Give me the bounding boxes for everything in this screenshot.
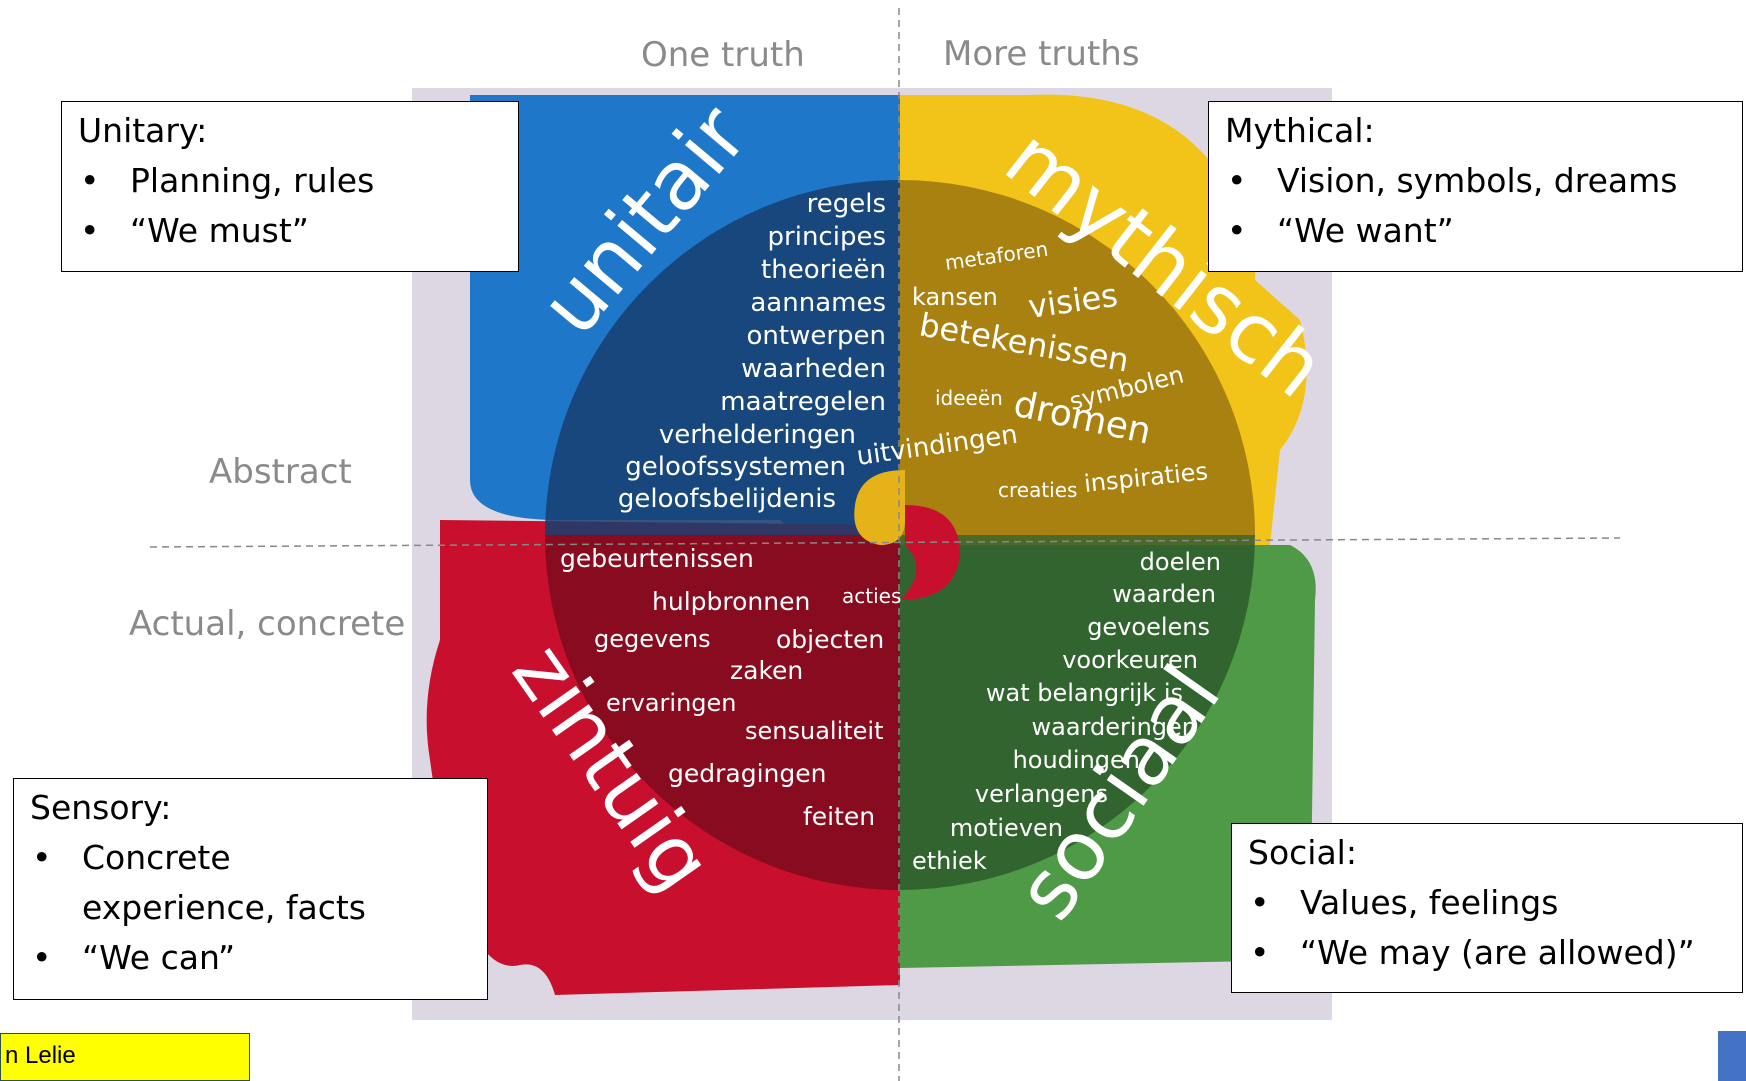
callout-bullet: “We must” bbox=[78, 206, 504, 256]
unitary-callout: Unitary: Planning, rules “We must” bbox=[61, 101, 519, 272]
zintuig-word: hulpbronnen bbox=[652, 587, 810, 616]
unitair-word: principes bbox=[768, 222, 886, 252]
zintuig-word: gedragingen bbox=[668, 759, 826, 788]
mythical-callout: Mythical: Vision, symbols, dreams “We wa… bbox=[1208, 101, 1743, 272]
zintuig-word: objecten bbox=[776, 625, 884, 654]
sociaal-word: waarderingen bbox=[1032, 713, 1197, 741]
axis-label-more-truths: More truths bbox=[943, 34, 1140, 74]
horizontal-axis bbox=[149, 537, 1621, 548]
unitair-word: verhelderingen bbox=[659, 420, 856, 450]
mythisch-word: creaties bbox=[998, 478, 1077, 502]
social-callout: Social: Values, feelings “We may (are al… bbox=[1231, 823, 1743, 993]
callout-bullet: “We may (are allowed)” bbox=[1248, 928, 1728, 978]
unitair-word: regels bbox=[807, 189, 886, 219]
zintuig-word: feiten bbox=[803, 802, 875, 831]
center-swirl-yellow bbox=[854, 470, 905, 545]
callout-bullet: Planning, rules bbox=[78, 156, 504, 206]
callout-bullet: “We can” bbox=[30, 933, 473, 983]
unitair-word: ontwerpen bbox=[746, 321, 886, 351]
callout-title: Mythical: bbox=[1225, 111, 1375, 150]
unitair-word: geloofsbelijdenis bbox=[618, 484, 836, 514]
callout-bullet: “We want” bbox=[1225, 206, 1728, 256]
sociaal-word: houdingen bbox=[1013, 746, 1140, 774]
unitair-word: aannames bbox=[750, 288, 886, 318]
slide-corner-marker bbox=[1718, 1031, 1746, 1081]
center-swirl-red bbox=[900, 505, 960, 600]
zintuig-word: ervaringen bbox=[606, 689, 737, 717]
sociaal-word: gevoelens bbox=[1087, 613, 1210, 641]
mythisch-word: ideeën bbox=[935, 386, 1003, 410]
zintuig-word: gebeurtenissen bbox=[560, 544, 754, 573]
word-layer: regelsprincipestheorieënaannamesontwerpe… bbox=[560, 189, 1221, 875]
axis-label-one-truth: One truth bbox=[641, 35, 805, 75]
sociaal-word: wat belangrijk is bbox=[986, 679, 1183, 707]
callout-bullet: Values, feelings bbox=[1248, 878, 1728, 928]
footer-author-tag: n Lelie bbox=[0, 1033, 250, 1081]
zintuig-word: acties bbox=[842, 584, 901, 608]
mythisch-word: kansen bbox=[912, 283, 998, 311]
axis-label-concrete: Actual, concrete bbox=[129, 604, 406, 644]
zintuig-word: sensualiteit bbox=[745, 717, 884, 745]
unitair-word: waarheden bbox=[741, 354, 886, 384]
callout-title: Social: bbox=[1248, 833, 1357, 872]
unitair-word: geloofssystemen bbox=[625, 452, 846, 482]
sensory-callout: Sensory: Concrete experience, facts “We … bbox=[13, 778, 488, 1000]
sociaal-word: waarden bbox=[1112, 580, 1216, 608]
sociaal-word: doelen bbox=[1140, 548, 1221, 576]
zintuig-word: gegevens bbox=[594, 625, 711, 653]
unitair-word: theorieën bbox=[761, 255, 886, 285]
sociaal-word: ethiek bbox=[912, 847, 987, 875]
sociaal-word: voorkeuren bbox=[1062, 646, 1198, 674]
callout-title: Unitary: bbox=[78, 111, 208, 150]
callout-title: Sensory: bbox=[30, 788, 172, 827]
callout-bullet: Concrete experience, facts bbox=[30, 833, 473, 933]
sociaal-word: motieven bbox=[950, 814, 1063, 842]
sociaal-word: verlangens bbox=[975, 780, 1108, 808]
zintuig-word: zaken bbox=[730, 656, 803, 685]
unitair-word: maatregelen bbox=[720, 387, 886, 417]
axis-label-abstract: Abstract bbox=[209, 452, 352, 492]
callout-bullet: Vision, symbols, dreams bbox=[1225, 156, 1728, 206]
